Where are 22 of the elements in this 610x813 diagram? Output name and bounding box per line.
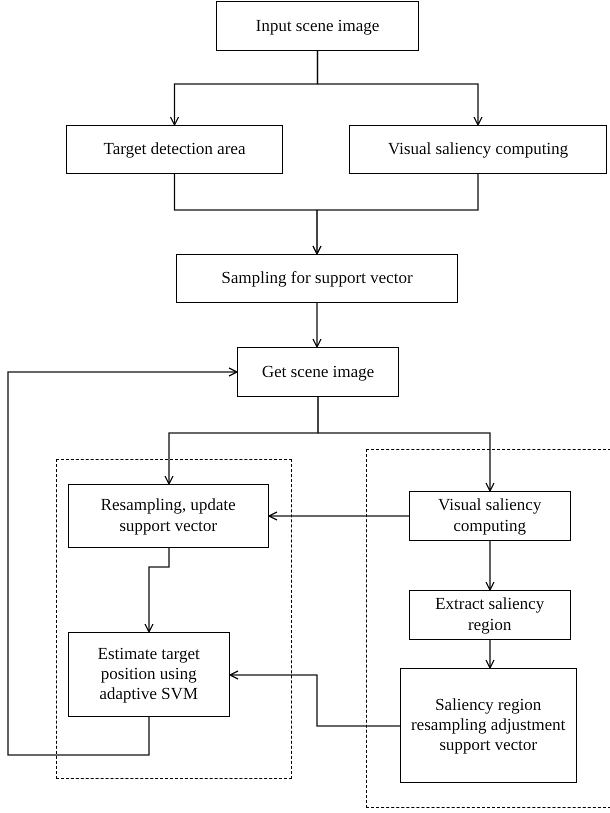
arrow [485, 640, 495, 669]
process-box: Extract saliency region [408, 590, 571, 640]
process-box: Visual saliency computing [349, 125, 607, 174]
process-box: Visual saliency computing [408, 490, 571, 541]
arrow [485, 541, 495, 591]
process-box: Sampling for support vector [176, 254, 458, 303]
group-frame [56, 459, 292, 779]
arrow [316, 51, 483, 126]
arrow [312, 303, 322, 348]
arrow [317, 397, 495, 492]
process-box: Target detection area [66, 125, 283, 174]
process-box: Input scene image [216, 1, 419, 51]
arrow [268, 511, 409, 521]
arrow [229, 670, 400, 727]
group-frame [366, 449, 610, 808]
process-box: Resampling, update support vector [68, 484, 269, 548]
process-box: Estimate target position using adaptive SVM [68, 632, 230, 717]
arrow [144, 548, 170, 633]
arrow [312, 174, 479, 255]
process-box: Get scene image [237, 347, 399, 397]
arrow [7, 367, 238, 756]
process-box: Saliency region resampling adjustment support vector [400, 668, 577, 783]
